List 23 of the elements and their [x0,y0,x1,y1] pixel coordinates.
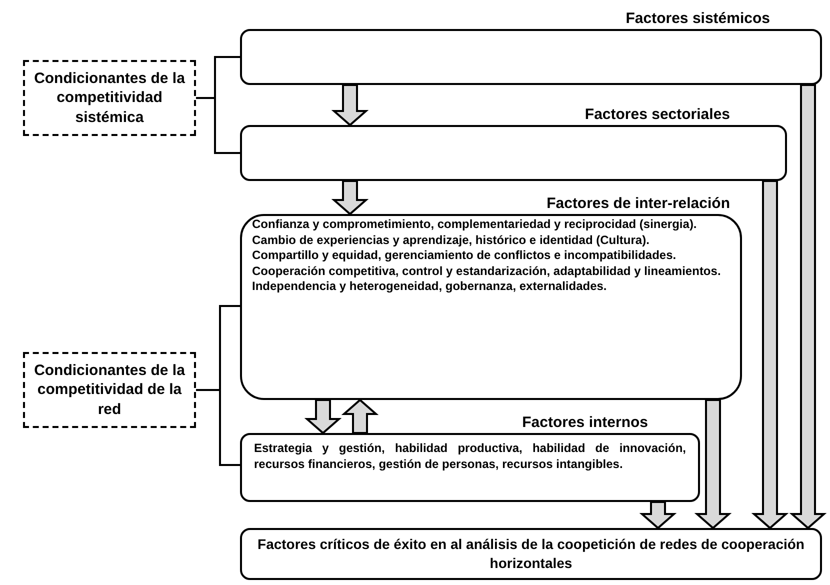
factor-heading: Factores de inter-relación [546,194,730,214]
factor-text: Cambio de experiencias y aprendizaje, histórico e identidad (Cultura). [252,232,650,248]
result-box: Factores críticos de éxito en al análisis de la coopetición de redes de cooperación horizontales [240,528,822,580]
block-arrow [639,501,677,530]
bracket-line [196,389,240,466]
block-arrow [331,84,369,126]
block-arrow [694,399,732,530]
factor-text: Independencia y heterogeneidad, gobernanza, externalidades. [252,279,608,295]
block-arrow [304,399,342,434]
bracket-line [196,97,240,154]
factor-heading: Factores sistémicos [626,9,770,29]
block-arrow [331,180,369,216]
factor-heading: Factores internos [522,413,648,433]
block-arrow [341,398,379,434]
factor-heading: Factores sectoriales [584,105,730,125]
factor-text: Confianza y comprometimiento, complementariedad y reciprocidad (sinergia). [252,217,698,233]
block-arrow [751,180,789,530]
condition-box: Condicionantes de la competitividad de la red [23,352,196,428]
factor-text: Cooperación competitiva, control y estandarización, adaptabilidad y lineamientos. [252,264,722,280]
factor-text: Estrategia y gestión, habilidad productiva, habilidad de innovación, recursos financieros, gestión de personas, recursos intangibles. [254,441,686,472]
condition-box: Condicionantes de la competitividad sistémica [23,60,196,136]
factor-text: Compartillo y equidad, gerenciamiento de conflictos e incompatibilidades. [252,248,678,264]
block-arrow [789,84,827,530]
